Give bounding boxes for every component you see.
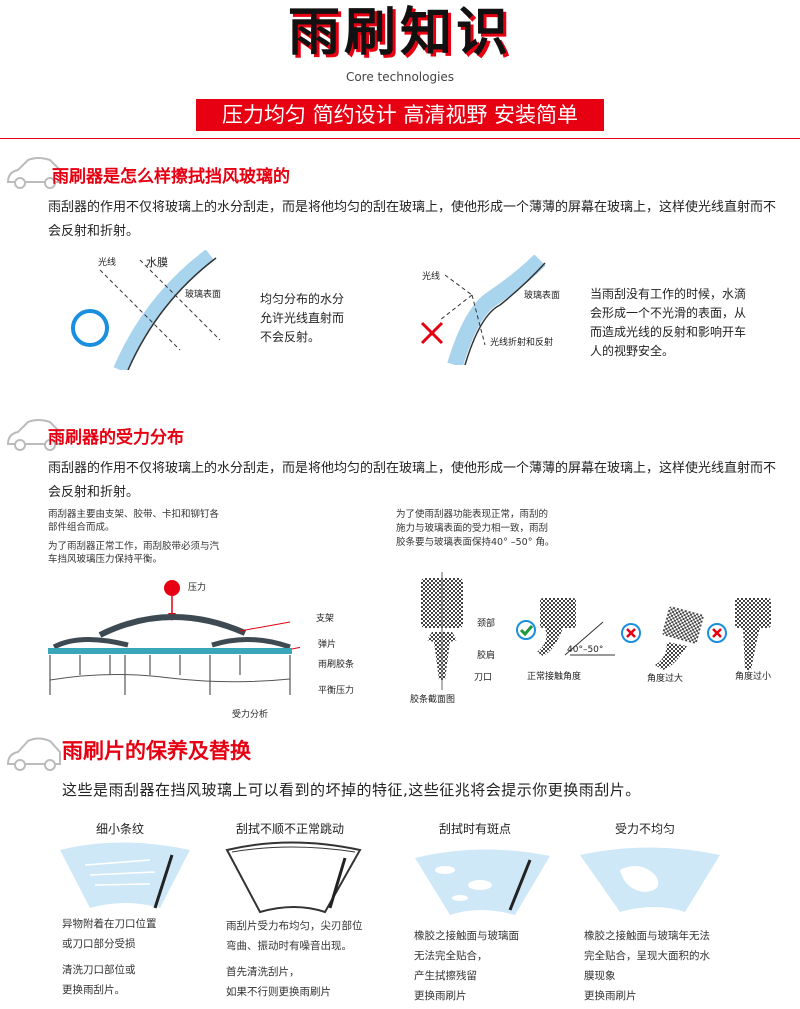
ok-circle-icon (71, 309, 109, 347)
column-title: 刮拭时有斑点 (438, 822, 511, 836)
label-angle-small: 角度过小 (735, 672, 772, 682)
label-balance: 平衡压力 (318, 686, 355, 696)
section3-intro: 这些是雨刮器在挡风玻璃上可以看到的坏掉的特征,这些征兆将会提示你更换雨刮片。 (62, 781, 641, 799)
label-shoulder: 胶肩 (477, 651, 496, 661)
section1-paragraph: 雨刮器的作用不仅将玻璃上的水分刮走，而是将他均匀的刮在玻璃上，使他形成一个薄薄的… (48, 200, 777, 239)
windshield-illustrations (60, 841, 720, 915)
label-pressure: 压力 (188, 583, 207, 593)
section2-right-note: 为了使雨刮器功能表现正常，雨刮的施力与玻璃表面的受力相一致，雨刮胶条要与玻璃表面… (396, 509, 555, 548)
feature-banner: 压力均匀 简约设计 高清视野 安装简单 (196, 99, 604, 131)
column-text: 雨刮片受力布均匀，尖刃部位弯曲、振动时有噪音出现。首先清洗刮片，如果不行则更换雨… (226, 920, 363, 998)
section2-heading: 雨刷器的受力分布 (48, 428, 184, 448)
label-edge: 刀口 (474, 673, 493, 683)
label-spring: 弹片 (318, 640, 337, 650)
label-refract: 光线折射和反射 (490, 338, 554, 348)
x-icon (420, 321, 444, 345)
label-profile-caption: 胶条截面图 (410, 695, 456, 705)
x-icon (626, 628, 636, 638)
column-title: 细小条纹 (95, 822, 144, 836)
column-text: 橡胶之接触面与玻璃面无法完全贴合，产生拭擦残留更换雨刷片 (414, 930, 519, 1002)
section2-paragraph: 雨刮器的作用不仅将玻璃上的水分刮走，而是将他均匀的刮在玻璃上，使他形成一个薄薄的… (48, 461, 777, 500)
divider (0, 138, 800, 139)
check-icon (519, 625, 534, 637)
refraction-diagram (420, 255, 546, 365)
section2-left-note: 雨刮器主要由支架、胶带、卡扣和铆钉各部件组合而成。为了雨刮器正常工作，雨刮胶带必… (48, 509, 220, 565)
label-light: 光线 (98, 258, 117, 268)
page-title: 雨刷知识 (287, 3, 512, 63)
label-angle-large: 角度过大 (647, 674, 684, 684)
car-icon (6, 157, 61, 189)
section1-right-caption: 当雨刮没有工作的时候，水滴会形成一个不光滑的表面，从而造成光线的反射和影响开车人… (590, 287, 747, 358)
label-rubber: 雨刷胶条 (318, 660, 355, 670)
label-bracket: 支架 (316, 614, 335, 624)
label-glass: 玻璃表面 (185, 290, 222, 300)
page-subtitle: Core technologies (345, 70, 455, 84)
column-text: 橡胶之接触面与玻璃年无法完全贴合，呈现大面积的水膜现象更换雨刷片 (584, 930, 710, 1002)
x-icon (712, 628, 722, 638)
column-title: 受力不均匀 (614, 822, 675, 836)
section1-left-caption: 均匀分布的水分允许光线直射而不会反射。 (260, 292, 345, 344)
label-water: 水膜 (146, 256, 168, 269)
label-angle: 40°–50° (567, 645, 604, 655)
label-angle-normal: 正常接触角度 (527, 672, 582, 682)
label-analysis: 受力分析 (232, 710, 269, 720)
column-title: 刮拭不顺不正常跳动 (235, 822, 344, 836)
label-glass-2: 玻璃表面 (524, 291, 561, 301)
direct-light-diagram (71, 250, 221, 370)
car-icon (6, 419, 61, 451)
section3-heading: 雨刷片的保养及替换 (62, 739, 251, 763)
car-icon (6, 737, 61, 771)
force-diagram (48, 580, 300, 695)
label-neck: 颈部 (477, 619, 496, 629)
column-text: 异物附着在刀口位置或刀口部分受损清洗刀口部位或更换雨刮片。 (62, 918, 157, 996)
section1-heading: 雨刷器是怎么样擦拭挡风玻璃的 (52, 167, 290, 187)
label-light-2: 光线 (422, 272, 441, 282)
angle-diagram (421, 572, 771, 690)
